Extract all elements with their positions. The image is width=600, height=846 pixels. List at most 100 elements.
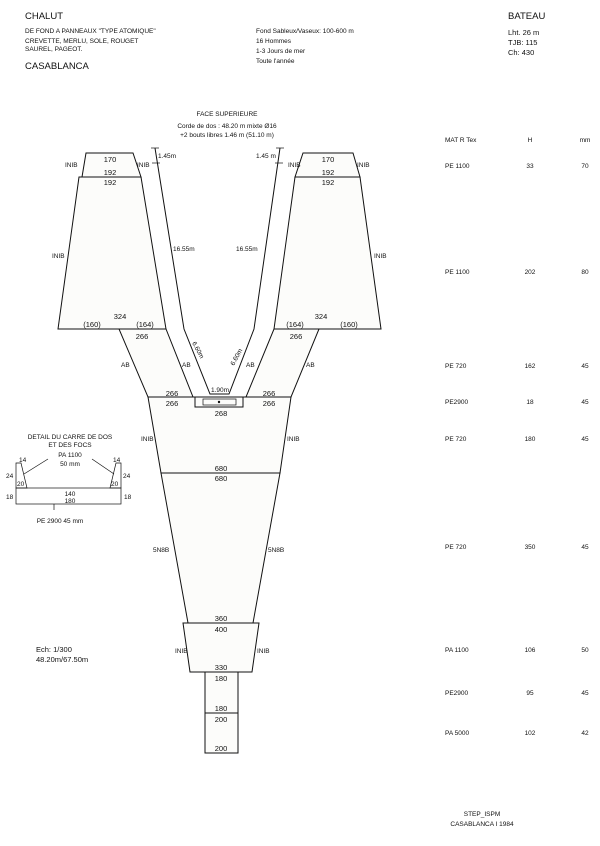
left-wing-panel xyxy=(57,176,167,330)
mesh-count: 266 xyxy=(136,332,149,341)
mesh-count: 680 xyxy=(215,464,228,473)
table-cell: 45 xyxy=(581,690,589,697)
mesh-count: (160) xyxy=(83,320,101,329)
table-cell: PE 720 xyxy=(445,363,467,370)
mesh-count: 200 xyxy=(215,744,228,753)
table-cell: PE2900 xyxy=(445,690,469,697)
mesh-count: 266 xyxy=(166,399,179,408)
table-cell: 45 xyxy=(581,544,589,551)
table-row: PE 720 162 45 xyxy=(445,363,589,370)
table-cell: 45 xyxy=(581,436,589,443)
detail-count: 20 xyxy=(17,481,25,488)
footer-place-date: CASABLANCA I 1984 xyxy=(450,821,514,828)
table-header: H xyxy=(528,137,533,144)
table-cell: PE2900 xyxy=(445,399,469,406)
detail-title: DETAIL DU CARRE DE DOS xyxy=(28,434,113,441)
mesh-count: 330 xyxy=(215,663,228,672)
mesh-count: 192 xyxy=(104,178,117,187)
headline-free-ends: +2 bouts libres 1.46 m (51.10 m) xyxy=(180,132,274,139)
scale: Ech: 1/300 xyxy=(36,645,72,654)
cut-label: AB xyxy=(182,362,191,369)
face-title: FACE SUPERIEURE xyxy=(196,111,258,118)
table-cell: 80 xyxy=(581,269,589,276)
mesh-count: 170 xyxy=(104,155,117,164)
mesh-count: 266 xyxy=(263,399,276,408)
table-cell: 202 xyxy=(525,269,536,276)
cut-label: 5N8B xyxy=(153,547,169,554)
table-cell: 50 xyxy=(581,647,589,654)
cut-label: INIB xyxy=(288,162,301,169)
cut-label: 5N8B xyxy=(268,547,284,554)
headline-spec: Corde de dos : 48.20 m mixte Ø16 xyxy=(177,123,277,130)
codend-panel-1 xyxy=(204,671,239,714)
detail-count: 18 xyxy=(6,494,14,501)
cut-label: INIB xyxy=(374,253,387,260)
condition: Fond Sableux/Vaseux: 100-600 m xyxy=(256,28,354,35)
detail-base xyxy=(15,487,122,505)
table-cell: PE 720 xyxy=(445,436,467,443)
mesh-counts: 170 192 192 170 192 192 324 (160) (164) … xyxy=(83,155,358,753)
cut-label: AB xyxy=(246,362,255,369)
boat-info: BATEAU Lht. 26 m TJB: 115 Ch: 430 xyxy=(508,11,545,57)
net-type: DE FOND A PANNEAUX "TYPE ATOMIQUE" xyxy=(25,28,156,35)
mesh-count: 360 xyxy=(215,614,228,623)
mesh-count: 268 xyxy=(215,409,228,418)
net-title: CHALUT xyxy=(25,11,63,22)
rope-wing-right: 16.55m xyxy=(236,246,258,253)
detail-count: 24 xyxy=(6,473,14,480)
mesh-count: 200 xyxy=(215,715,228,724)
table-cell: 350 xyxy=(525,544,536,551)
belly-lower-panel xyxy=(160,472,281,624)
net-panels xyxy=(57,152,382,754)
scale-ratio: 48.20m/67.50m xyxy=(36,655,88,664)
cut-label: AB xyxy=(306,362,315,369)
free-end-left: 1.45m xyxy=(158,153,176,160)
detail-material: PE 2900 45 mm xyxy=(37,518,84,525)
cut-label: INIB xyxy=(137,162,150,169)
table-cell: PE 720 xyxy=(445,544,467,551)
mesh-count: 192 xyxy=(322,168,335,177)
table-cell: PE 1100 xyxy=(445,163,470,170)
boat-power: Ch: 430 xyxy=(508,48,534,57)
mesh-count: (164) xyxy=(286,320,304,329)
mesh-count: 170 xyxy=(322,155,335,164)
boat-tonnage: TJB: 115 xyxy=(508,38,537,47)
mesh-count: (164) xyxy=(136,320,154,329)
table-header: mm xyxy=(580,137,591,144)
mesh-count: 324 xyxy=(114,312,127,321)
rope-center: 1.90m xyxy=(211,387,229,394)
table-row: PE 720 350 45 xyxy=(445,544,589,551)
boat-title: BATEAU xyxy=(508,11,545,22)
detail-count: 24 xyxy=(123,473,131,480)
cut-label: INIB xyxy=(287,436,300,443)
mesh-count: 266 xyxy=(263,389,276,398)
condition: Toute l'année xyxy=(256,58,295,65)
header-left: CHALUT DE FOND A PANNEAUX "TYPE ATOMIQUE… xyxy=(25,11,156,72)
headline-rope xyxy=(151,147,284,395)
table-cell: 18 xyxy=(526,399,534,406)
table-row: PE2900 18 45 xyxy=(445,399,589,406)
table-header: MAT R Tex xyxy=(445,137,477,144)
mesh-count: 266 xyxy=(166,389,179,398)
detail-material: PA 1100 xyxy=(58,452,82,459)
mesh-count: 400 xyxy=(215,625,228,634)
condition: 1-3 Jours de mer xyxy=(256,48,306,55)
table-cell: 45 xyxy=(581,363,589,370)
table-cell: 162 xyxy=(525,363,536,370)
mesh-count: 680 xyxy=(215,474,228,483)
table-cell: PA 1100 xyxy=(445,647,469,654)
table-cell: 45 xyxy=(581,399,589,406)
cut-label: INIB xyxy=(65,162,78,169)
center-marker-icon xyxy=(217,400,221,404)
target-species-2: SAUREL, PAGEOT. xyxy=(25,46,83,53)
cut-label: INIB xyxy=(175,648,188,655)
mesh-count: 266 xyxy=(290,332,303,341)
cut-labels: INIB INIB INIB INIB INIB INIB AB AB AB A… xyxy=(52,162,387,655)
cut-label: INIB xyxy=(357,162,370,169)
mesh-count: 180 xyxy=(215,674,228,683)
